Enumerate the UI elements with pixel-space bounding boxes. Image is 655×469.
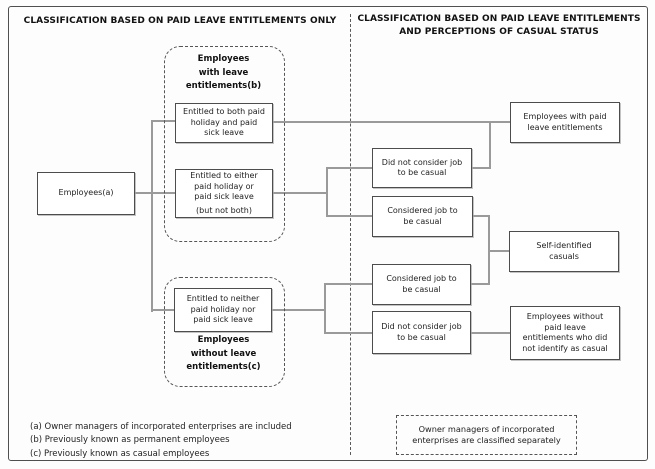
- node-did-not-consider-top: Did not consider job to be casual: [372, 148, 472, 188]
- node-self-identified-casuals: Self-identified casuals: [509, 231, 619, 272]
- group-employees-without-leave: [164, 277, 285, 387]
- node-considered-top: Considered job to be casual: [372, 196, 473, 237]
- connector-didnot-top-to-stub: [472, 167, 490, 169]
- node-employees: Employees(a): [37, 172, 135, 215]
- node-entitled-either: Entitled to either paid holiday or paid …: [175, 169, 273, 218]
- connector-didnot-bottom-to-emp-without: [471, 332, 510, 334]
- right-section-title-line2: AND PERCEPTIONS OF CASUAL STATUS: [399, 27, 599, 37]
- group-label-with-leave: Employees with leave entitlements(b): [185, 54, 262, 91]
- outer-border: [8, 6, 648, 461]
- connector-considered-top-to-branch-c: [473, 215, 490, 217]
- group-employees-with-leave: [164, 46, 285, 242]
- footnote-a: (a) Owner managers of incorporated enter…: [30, 422, 292, 432]
- connector-neither-to-branch-b: [272, 309, 325, 311]
- footnotes: (a) Owner managers of incorporated enter…: [30, 421, 292, 461]
- connector-employees-to-branch: [135, 192, 175, 194]
- group-label-without-leave: Employees without leave entitlements(c): [186, 335, 261, 372]
- connector-branch-a-vertical: [326, 167, 328, 217]
- connector-branch-c-to-self-identified: [489, 250, 509, 252]
- connector-either-to-branch-a: [273, 192, 327, 194]
- owner-managers-note-box: Owner managers of incorporated enterpris…: [396, 415, 577, 455]
- connector-branch-b-to-didnot-bottom: [325, 332, 372, 334]
- node-employees-with-paid-leave: Employees with paid leave entitlements: [510, 102, 620, 143]
- node-did-not-consider-bottom: Did not consider job to be casual: [372, 311, 471, 354]
- connector-stub-vertical-up: [489, 121, 491, 169]
- connector-left-branch-vertical: [151, 120, 153, 312]
- connector-branch-to-entitled-neither: [152, 309, 175, 311]
- right-section-title: CLASSIFICATION BASED ON PAID LEAVE ENTIT…: [353, 13, 645, 39]
- connector-branch-to-entitled-both: [152, 120, 175, 122]
- node-entitled-neither: Entitled to neither paid holiday nor pai…: [174, 288, 272, 332]
- node-entitled-both: Entitled to both paid holiday and paid s…: [175, 103, 273, 143]
- connector-branch-b-to-considered-bottom: [325, 283, 372, 285]
- footnote-c: (c) Previously known as casual employees: [30, 448, 210, 459]
- connector-considered-bottom-to-branch-c: [471, 283, 489, 285]
- connector-branch-a-to-considered-top: [327, 215, 372, 217]
- connector-both-to-emp-with-paid: [273, 121, 510, 123]
- right-section-title-line1: CLASSIFICATION BASED ON PAID LEAVE ENTIT…: [357, 14, 641, 24]
- node-employees-without-paid-leave: Employees without paid leave entitlement…: [510, 306, 620, 360]
- connector-branch-a-to-didnot-top: [327, 167, 372, 169]
- left-section-title: CLASSIFICATION BASED ON PAID LEAVE ENTIT…: [23, 16, 337, 26]
- connector-branch-b-vertical: [324, 283, 326, 334]
- node-considered-bottom: Considered job to be casual: [372, 264, 471, 305]
- section-divider-dashed-line: [350, 14, 351, 455]
- footnote-b: (b) Previously known as permanent employ…: [30, 435, 230, 446]
